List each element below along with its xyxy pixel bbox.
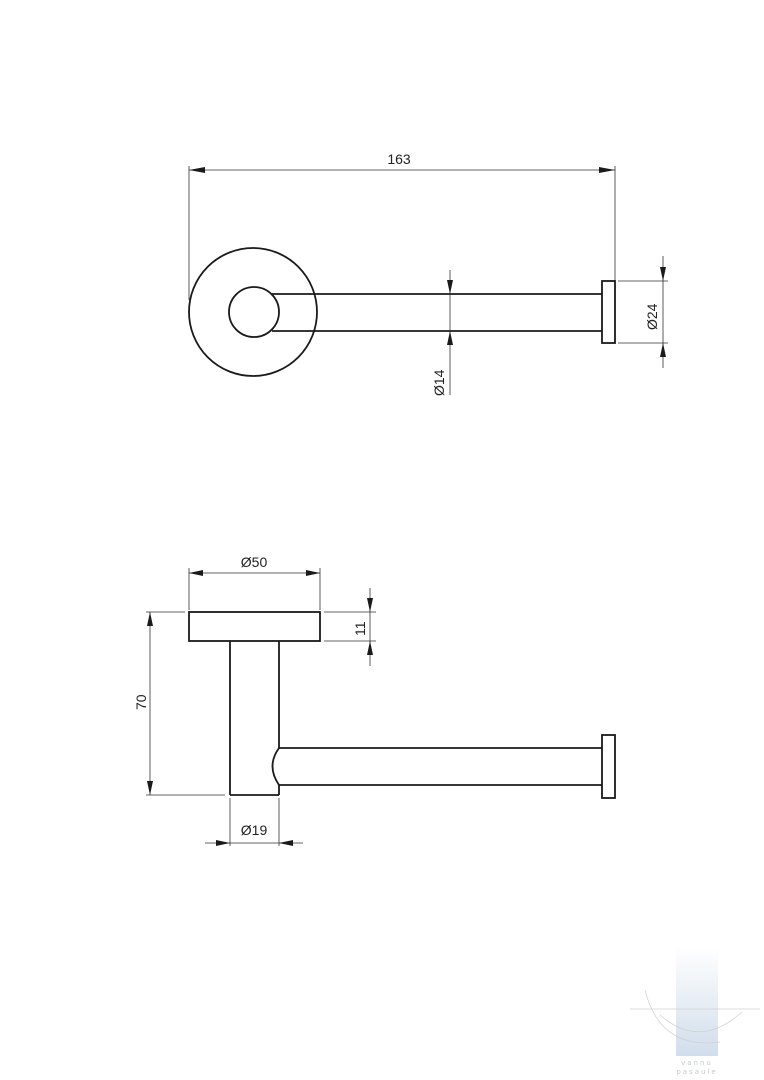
dimension-total-depth: 70 (133, 611, 225, 796)
dimension-label-thickness: 11 (352, 621, 368, 636)
watermark-text-1: vannu (681, 1059, 713, 1067)
dimension-label-end-cap: Ø24 (644, 303, 660, 330)
side-view: Ø50 11 70 (133, 554, 616, 846)
watermark-text-2: pasaule (676, 1068, 717, 1076)
dimension-label-stem: Ø19 (241, 822, 268, 838)
dimension-label-depth: 70 (133, 694, 149, 710)
top-view: 163 Ø14 Ø24 (188, 151, 668, 396)
holder-profile (188, 611, 616, 799)
dimension-label-rod: Ø14 (431, 369, 447, 396)
rod (272, 280, 616, 344)
dimension-label-flange: Ø50 (241, 554, 268, 570)
dimension-label-163: 163 (387, 151, 411, 167)
dimension-end-cap: Ø24 (618, 256, 668, 368)
dimension-rod-diameter: Ø14 (431, 270, 453, 396)
dimension-flange-thickness: 11 (324, 588, 376, 666)
dimension-163: 163 (188, 151, 616, 300)
dimension-flange-diameter: Ø50 (188, 554, 321, 610)
watermark-logo: vannu pasaule (630, 948, 760, 1076)
rosette-outline (188, 247, 318, 377)
dimension-stem-diameter: Ø19 (205, 798, 303, 846)
